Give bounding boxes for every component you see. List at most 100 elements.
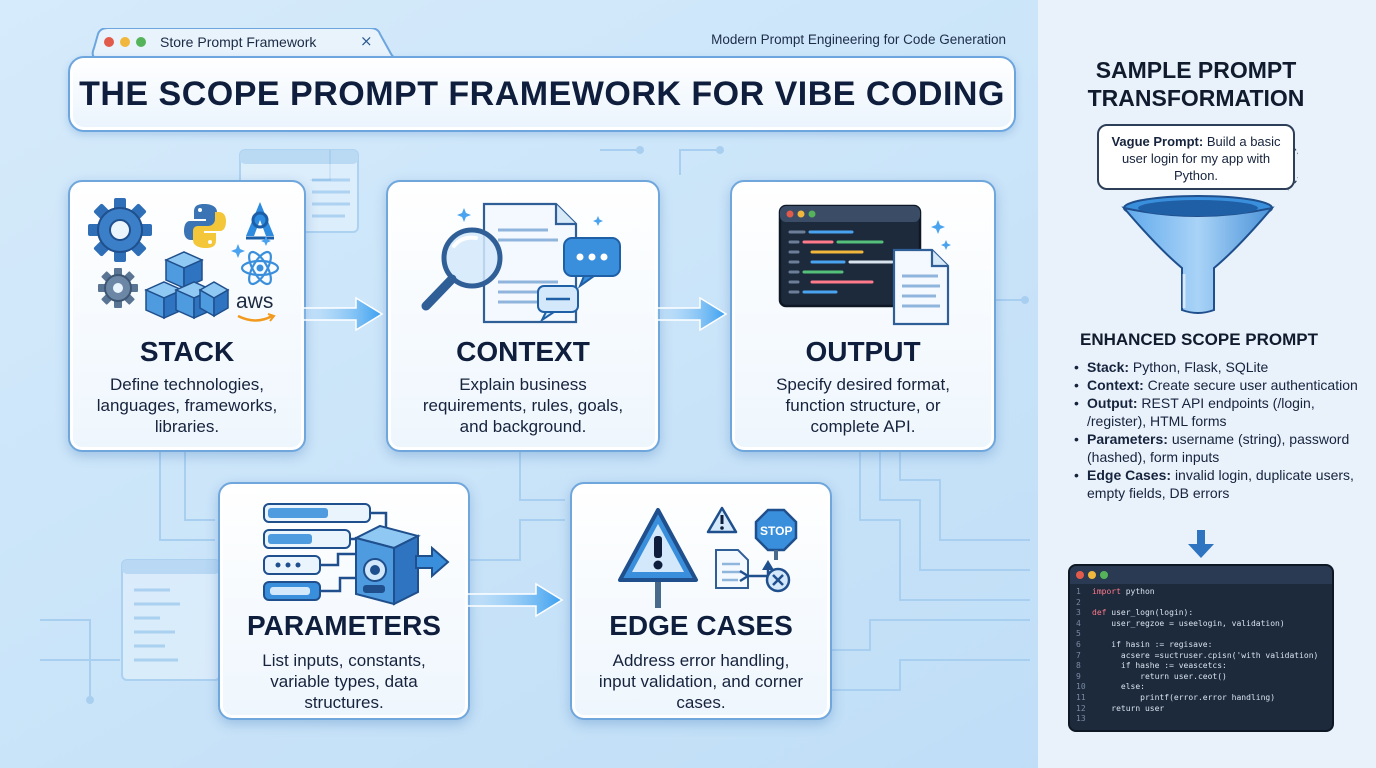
code-line: 11 printf(error.error handling) — [1076, 693, 1328, 704]
edge-cases-title: EDGE CASES — [609, 610, 793, 641]
browser-tab[interactable]: Store Prompt Framework × — [90, 28, 396, 58]
sparkle-icon — [931, 220, 951, 250]
sample-title-line2: TRANSFORMATION — [1087, 85, 1305, 111]
code-line: 10 else: — [1076, 682, 1328, 693]
sparkle-icon — [231, 236, 271, 258]
line-number: 12 — [1076, 703, 1086, 713]
parameters-card: PARAMETERS List inputs, constants, varia… — [218, 482, 470, 720]
line-number: 10 — [1076, 682, 1086, 692]
tab-maximize-dot-icon — [136, 37, 146, 47]
gear-icon — [88, 198, 152, 262]
azure-logo-icon — [246, 202, 274, 240]
chat-bubble-small-icon — [537, 285, 579, 323]
code-keyword: def — [1092, 608, 1107, 618]
code-text: acsere =suctruser.cpisn('with validation… — [1092, 650, 1319, 660]
line-number: 11 — [1076, 692, 1086, 702]
line-number: 13 — [1076, 714, 1086, 724]
down-arrow-icon — [1188, 530, 1214, 558]
code-line: 5 — [1076, 629, 1328, 640]
line-number: 6 — [1076, 639, 1081, 649]
stop-sign-text: STOP — [760, 524, 793, 538]
code-text: printf(error.error handling) — [1092, 692, 1276, 702]
code-text: return user — [1092, 703, 1165, 713]
code-line: 7 acsere =suctruser.cpisn('with validati… — [1076, 651, 1328, 662]
small-gear-icon — [98, 268, 138, 308]
tab-shape — [91, 28, 396, 58]
tab-label: Store Prompt Framework — [160, 34, 317, 50]
code-line: 13 — [1076, 714, 1328, 725]
code-keyword: import — [1092, 587, 1121, 596]
enhanced-prompt-title: ENHANCED SCOPE PROMPT — [1079, 330, 1319, 349]
stack-title: STACK — [139, 336, 235, 367]
code-window-icon — [778, 204, 951, 326]
code-line: 4 user_regzoe = useelogin, validation) — [1076, 619, 1328, 630]
code-text: user_regzoe = useelogin, validation) — [1092, 618, 1285, 628]
arrow-parameters-to-edge-cases — [466, 582, 564, 618]
code-text: if hasin := regisave: — [1092, 639, 1213, 649]
warning-stop-icon — [618, 506, 798, 608]
enhanced-prompt-list: Stack: Python, Flask, SQLite Context: Cr… — [1072, 358, 1362, 502]
output-card: OUTPUT Specify desired format, function … — [730, 180, 996, 452]
maximize-dot-icon — [1100, 571, 1108, 579]
parameters-description: List inputs, constants, variable types, … — [262, 651, 426, 712]
stack-icon — [88, 198, 280, 320]
aws-smile-icon — [237, 313, 276, 322]
error-x-icon — [765, 567, 791, 593]
output-description: Specify desired format, function structu… — [776, 375, 950, 436]
line-number: 8 — [1076, 661, 1081, 671]
code-text: user_logn(login): — [1106, 608, 1194, 618]
code-line: 8 if hashe := veascetcs: — [1076, 661, 1328, 672]
funnel-icon — [1098, 140, 1298, 314]
output-title: OUTPUT — [805, 336, 921, 367]
context-title: CONTEXT — [456, 336, 590, 367]
chat-bubble-icon — [563, 237, 621, 289]
code-text: python — [1120, 587, 1155, 596]
vague-prompt-text: Build a basic user login for my app with… — [1121, 134, 1281, 183]
code-line: 1 import python — [1076, 587, 1328, 598]
context-card: CONTEXT Explain business requirements, r… — [386, 180, 660, 452]
python-logo-icon — [184, 204, 226, 248]
output-arrow-icon — [415, 545, 450, 579]
title-banner: THE SCOPE PROMPT FRAMEWORK FOR VIBE CODI… — [68, 56, 1016, 132]
tab-close-dot-icon — [104, 37, 114, 47]
edge-cases-card: STOP EDGE CASES Address error handling, … — [570, 482, 832, 720]
page-title: THE SCOPE PROMPT FRAMEWORK FOR VIBE CODI… — [79, 74, 1005, 113]
sample-title-line1: SAMPLE PROMPT — [1095, 57, 1297, 83]
warning-icon — [618, 508, 698, 608]
list-item: Parameters: username (string), password … — [1072, 430, 1362, 466]
parameters-icon — [263, 503, 450, 606]
sample-title: SAMPLE PROMPT TRANSFORMATION — [1038, 56, 1354, 112]
stack-description: Define technologies, languages, framewor… — [96, 375, 278, 436]
minimize-dot-icon — [1088, 571, 1096, 579]
arrow-context-to-output — [656, 296, 728, 332]
react-logo-icon — [240, 250, 280, 286]
line-number: 1 — [1076, 587, 1081, 596]
list-item: Output: REST API endpoints (/login, /reg… — [1072, 394, 1362, 430]
close-icon[interactable]: × — [360, 32, 373, 50]
edge-cases-description: Address error handling, input validation… — [598, 651, 804, 712]
code-text: if hashe := veascetcs: — [1092, 661, 1227, 671]
code-titlebar — [1070, 566, 1332, 584]
tab-minimize-dot-icon — [120, 37, 130, 47]
list-item: Context: Create secure user authenticati… — [1072, 376, 1362, 394]
vague-prompt-bubble: Vague Prompt: Build a basic user login f… — [1097, 124, 1295, 190]
context-description: Explain business requirements, rules, go… — [422, 375, 624, 436]
parameters-title: PARAMETERS — [247, 610, 441, 641]
stack-card: aws STACK Define technologies, languages… — [68, 180, 306, 452]
arrow-stack-to-context — [302, 296, 384, 332]
line-number: 9 — [1076, 671, 1081, 681]
processor-box-icon — [353, 524, 421, 606]
page-subtitle: Modern Prompt Engineering for Code Gener… — [711, 32, 1006, 47]
document-icon — [892, 248, 950, 326]
list-item: Stack: Python, Flask, SQLite — [1072, 358, 1362, 376]
error-document-icon — [715, 549, 749, 589]
line-number: 3 — [1076, 608, 1081, 618]
code-line: 2 — [1076, 598, 1328, 609]
sparkle-icon — [457, 208, 603, 226]
aws-logo-icon: aws — [236, 290, 274, 313]
code-line: 12 return user — [1076, 704, 1328, 715]
line-number: 2 — [1076, 597, 1081, 607]
cubes-icon — [144, 251, 230, 320]
